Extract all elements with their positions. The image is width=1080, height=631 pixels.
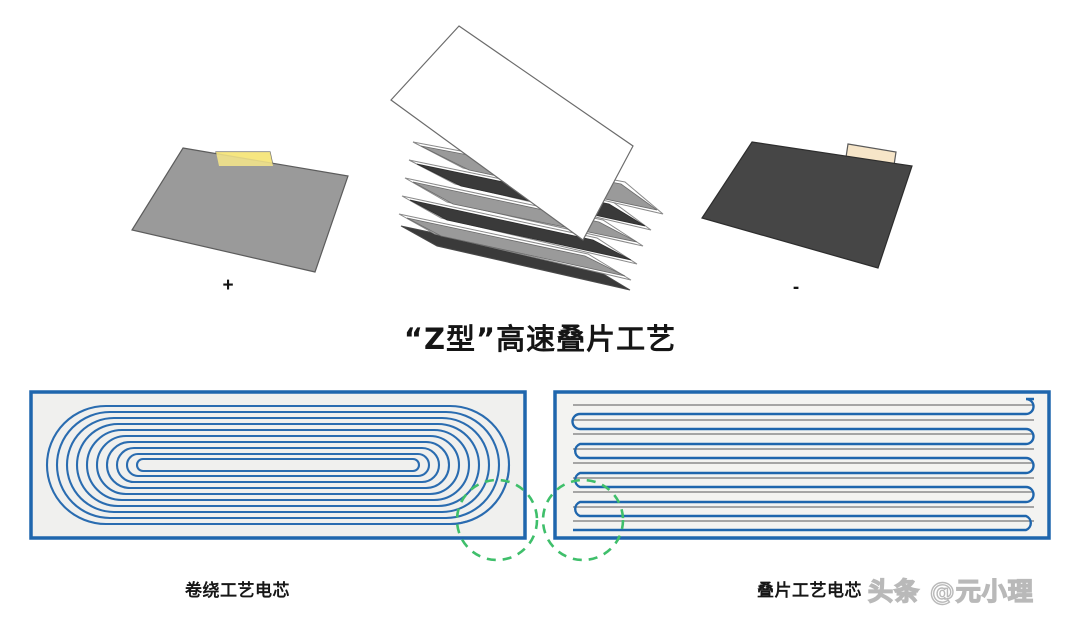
stacked-highlight-circle[interactable] (541, 478, 625, 562)
stack-layer-6 (398, 213, 632, 281)
negative-plate (701, 141, 913, 269)
stacked-cell-box (553, 390, 1051, 540)
wound-tail-line (165, 464, 511, 526)
wound-cell-diagram (29, 390, 539, 562)
page-title: “Z型”高速叠片工艺 (403, 322, 677, 356)
positive-polarity-label: + (222, 275, 234, 296)
stacked-serpentine-line (571, 397, 1035, 532)
wound-highlight-circle[interactable] (455, 478, 539, 562)
positive-electrode-sheet (131, 147, 349, 273)
wound-cell-box (29, 390, 527, 540)
negative-electrode-sheet (701, 141, 913, 269)
stacked-electrode-sheets (573, 404, 1034, 522)
positive-tab-highlight (216, 152, 273, 166)
electrode-overview-section: + (0, 0, 1080, 310)
wound-cell-caption: 卷绕工艺电芯 (185, 581, 290, 601)
negative-polarity-label: - (792, 277, 800, 298)
stacked-cell-caption: 叠片工艺电芯 (757, 581, 862, 601)
watermark-text: 头条 @元小理 (867, 576, 1034, 606)
stacked-cell-diagram (541, 390, 1051, 562)
positive-plate (131, 147, 349, 273)
cell-comparison-section (0, 380, 1080, 570)
stack-layer-1 (390, 25, 634, 241)
z-fold-layer-stack (390, 25, 664, 291)
stack-layer-5 (401, 195, 638, 265)
cell-diagrams-svg (29, 390, 1051, 562)
